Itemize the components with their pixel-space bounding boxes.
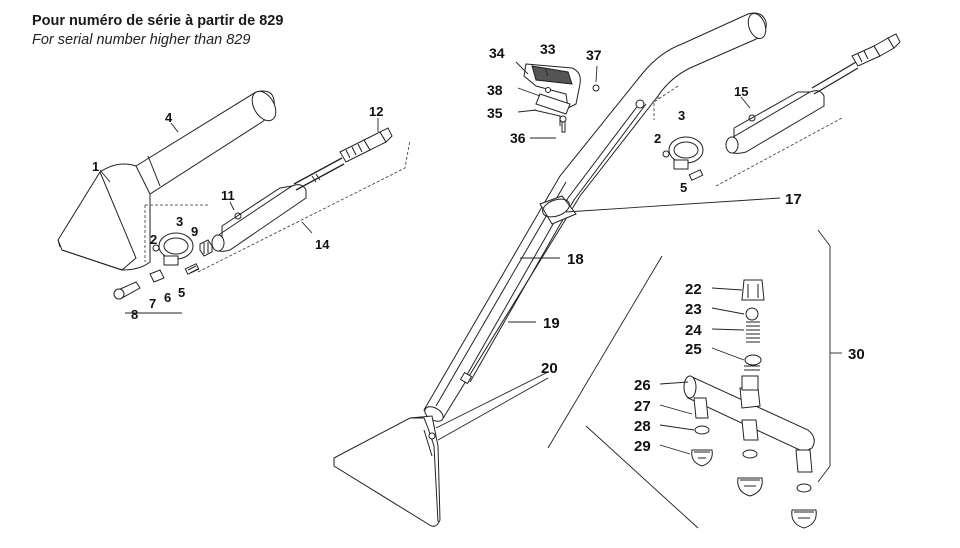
- callout-28: 28: [634, 418, 651, 435]
- header-title-english: For serial number higher than 829: [32, 32, 251, 48]
- section-guide-lines: [547, 255, 699, 529]
- callout-6: 6: [164, 290, 171, 305]
- callout-18: 18: [567, 251, 584, 268]
- callout-22: 22: [685, 281, 702, 298]
- callout-38: 38: [487, 82, 503, 98]
- callout-33: 33: [540, 41, 556, 57]
- floor-tool-head: [333, 415, 441, 527]
- callout-26: 26: [634, 377, 651, 394]
- callout-36: 36: [510, 130, 526, 146]
- callout-29: 29: [634, 438, 651, 455]
- callout-14: 14: [315, 237, 330, 252]
- callout-25: 25: [685, 341, 702, 358]
- header-title-french: Pour numéro de série à partir de 829: [32, 13, 284, 29]
- nozzle-drop-1: [691, 397, 713, 467]
- callout-2-left: 2: [150, 232, 157, 247]
- handle-grip-inset: [523, 63, 600, 139]
- upholstery-tool-head: [57, 163, 151, 271]
- callout-8: 8: [131, 307, 138, 322]
- quick-coupler-left: [339, 127, 393, 163]
- nozzle-valve-parts: [113, 269, 182, 314]
- callout-5-right: 5: [680, 180, 687, 195]
- nozzle-drop-3: [791, 449, 817, 529]
- callout-3-left: 3: [176, 214, 183, 229]
- nozzle-drop-2: [737, 419, 763, 497]
- callout-15: 15: [734, 84, 748, 99]
- callout-1: 1: [92, 159, 99, 174]
- clamp-ring-right: [662, 136, 704, 181]
- tube-clip-17: [539, 195, 577, 225]
- callout-35: 35: [487, 105, 503, 121]
- callout-4: 4: [165, 110, 173, 125]
- diagram-header: Pour numéro de série à partir de 829 For…: [32, 12, 283, 50]
- wand-hose-left: [293, 157, 345, 191]
- callout-11: 11: [221, 188, 235, 203]
- spray-handle-right: [653, 33, 901, 187]
- callout-17: 17: [785, 191, 802, 208]
- callout-2-right: 2: [654, 131, 661, 146]
- callout-3-right: 3: [678, 108, 685, 123]
- wand-tool-assembly-left: [57, 90, 411, 314]
- hose-nut: [199, 239, 213, 257]
- callout-34: 34: [489, 45, 505, 61]
- callout-20: 20: [541, 360, 558, 377]
- spray-handle-left: [211, 184, 307, 252]
- callout-labels: 1 4 3 2 9 5 6 7 8 11 12 14 34 33 37 38 3…: [92, 41, 865, 455]
- callout-leaders: [99, 61, 781, 455]
- group-bracket-30: [817, 229, 842, 483]
- feed-line-19: [459, 99, 647, 385]
- callout-23: 23: [685, 301, 702, 318]
- main-wand-tube: [423, 12, 767, 422]
- assembly-bracket-lines: [144, 139, 411, 273]
- callout-7: 7: [149, 296, 156, 311]
- callout-9: 9: [191, 224, 198, 239]
- callout-12: 12: [369, 104, 383, 119]
- clamp-ring: [152, 232, 194, 266]
- callout-27: 27: [634, 398, 651, 415]
- spray-manifold: [683, 279, 817, 529]
- callout-37: 37: [586, 47, 602, 63]
- callout-24: 24: [685, 322, 702, 339]
- callout-5-left: 5: [178, 285, 185, 300]
- tool-tube: [135, 90, 277, 195]
- clamp-screw: [184, 263, 200, 275]
- callout-19: 19: [543, 315, 560, 332]
- callout-30: 30: [848, 346, 865, 363]
